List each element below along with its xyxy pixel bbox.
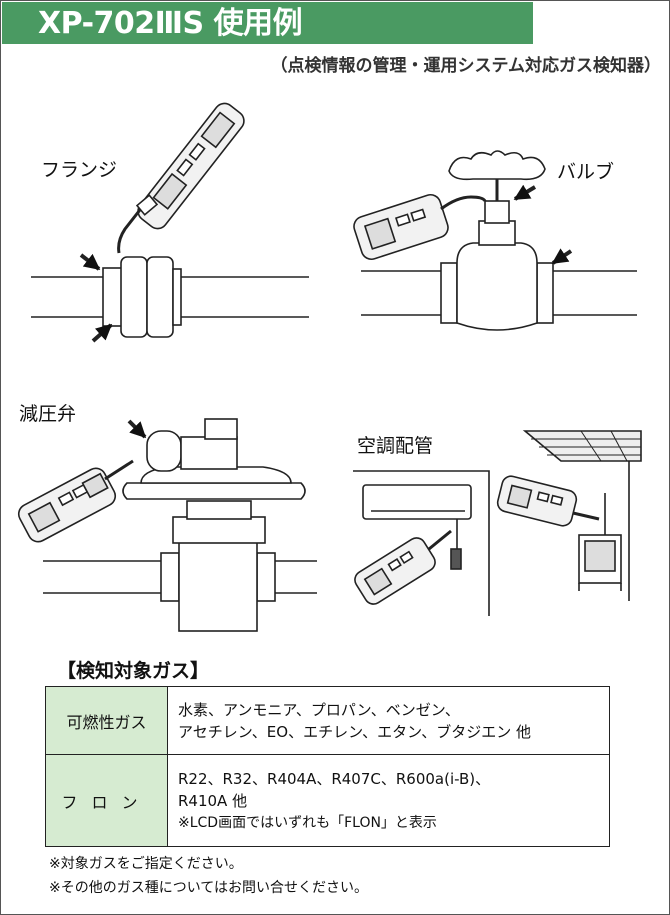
- regulator-scene: [43, 418, 317, 632]
- gas-list-line: 水素、アンモニア、プロパン、ベンゼン、: [178, 700, 460, 719]
- gas-table: 可燃性ガス 水素、アンモニア、プロパン、ベンゼン、 アセチレン、EO、エチレン、…: [45, 686, 610, 847]
- footnote: ※対象ガスをご指定ください。: [49, 856, 243, 872]
- gas-category-flammable: 可燃性ガス: [45, 686, 168, 755]
- title-bar: XP-702ⅢS 使用例: [2, 2, 533, 44]
- usage-illustrations: [17, 102, 642, 632]
- gas-category-freon: フロン: [45, 754, 168, 847]
- aircon-scene: [353, 430, 642, 616]
- gas-list-line: R22、R32、R404A、R407C、R600a(i-B)、: [178, 769, 491, 788]
- label-regulator: 減圧弁: [19, 403, 77, 425]
- label-valve: バルブ: [557, 161, 615, 183]
- footnote: ※その他のガス種についてはお問い合せください。: [49, 880, 369, 896]
- detector-valve: [353, 193, 449, 261]
- table-row: 可燃性ガス 水素、アンモニア、プロパン、ベンゼン、 アセチレン、EO、エチレン、…: [45, 686, 610, 755]
- gas-list-line: アセチレン、EO、エチレン、エタン、ブタジエン 他: [178, 722, 532, 741]
- detector-flange: [137, 102, 245, 230]
- gas-section-heading: 【検知対象ガス】: [57, 660, 210, 682]
- page-subtitle: （点検情報の管理・運用システム対応ガス検知器）: [270, 56, 662, 76]
- detector-aircon-2: [496, 475, 578, 527]
- lcd-note: ※LCD画面ではいずれも「FLON」と表示: [178, 814, 437, 831]
- detector-regulator: [17, 467, 117, 543]
- detector-aircon-1: [354, 537, 436, 605]
- label-flange: フランジ: [41, 159, 118, 181]
- flange-scene: [31, 253, 309, 343]
- table-row: フロン R22、R32、R404A、R407C、R600a(i-B)、 R410…: [45, 754, 610, 847]
- valve-scene: [361, 150, 637, 331]
- gas-list-freon: R22、R32、R404A、R407C、R600a(i-B)、 R410A 他 …: [167, 754, 610, 847]
- label-aircon: 空調配管: [357, 435, 434, 457]
- gas-list-line: R410A 他: [178, 791, 248, 810]
- gas-list-flammable: 水素、アンモニア、プロパン、ベンゼン、 アセチレン、EO、エチレン、エタン、ブタ…: [167, 686, 610, 755]
- page-title: XP-702ⅢS 使用例: [38, 6, 303, 41]
